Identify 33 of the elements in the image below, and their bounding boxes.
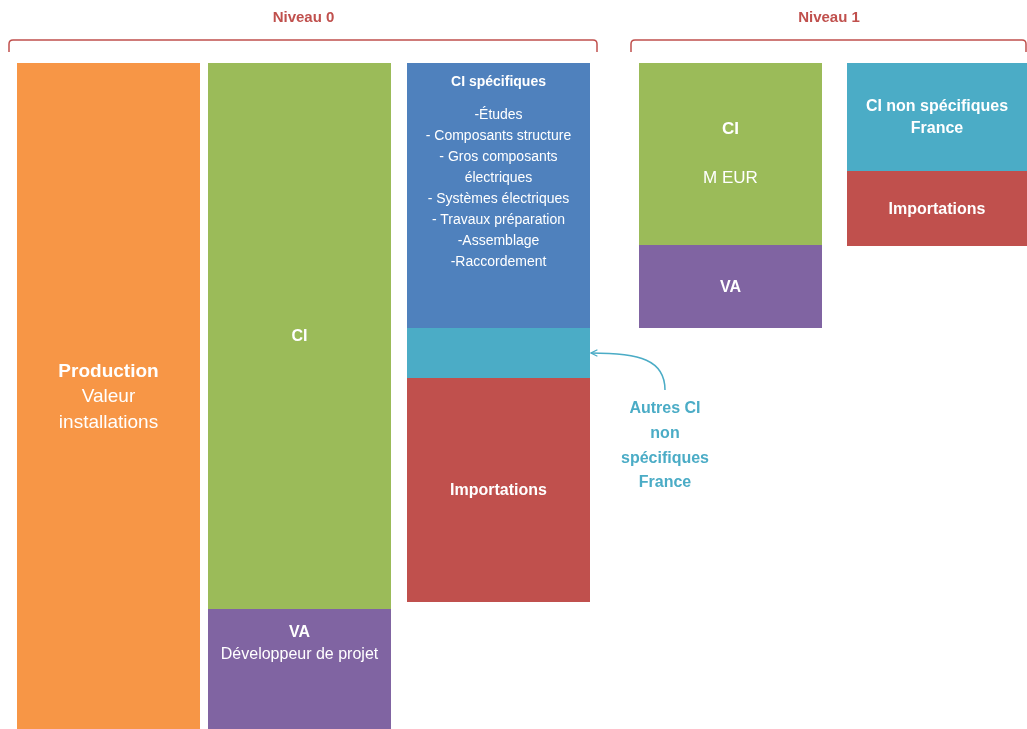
block-text: -Raccordement [450,252,547,271]
block [17,63,200,729]
level-heading: Niveau 0 [271,8,336,25]
block [208,609,391,729]
empty-box [407,328,590,378]
block [847,63,1027,171]
block-text: - Travaux préparation [431,210,566,229]
block-text: - Systèmes électriques [427,189,570,208]
block-text: - Composants structure [425,126,572,145]
block [407,378,590,602]
block [847,171,1027,246]
block-title: Autres CI non spécifiques France [621,398,709,493]
block [639,63,822,245]
curved-arrow [590,349,666,391]
block-text: - Gros composants électriques [438,147,559,187]
block-title: CI [291,326,308,347]
block-title: CI spécifiques [451,72,546,91]
block-title: CI [722,118,739,141]
block [639,245,822,328]
block-text: Valeur installations [57,384,160,434]
level-heading: Niveau 1 [797,8,861,25]
block-title: VA [288,622,310,642]
block-title: VA [719,276,741,297]
block [407,63,590,328]
block-text: Développeur de projet [220,643,379,664]
block-text: -Études [474,105,523,124]
block-text: M EUR [703,167,758,189]
block-title: Importations [450,480,547,501]
block-title: Importations [888,198,986,219]
block-title: Production [58,358,159,383]
block-text: -Assemblage [457,231,540,250]
block [208,63,391,609]
block-title: CI non spécifiques France [864,96,1010,138]
